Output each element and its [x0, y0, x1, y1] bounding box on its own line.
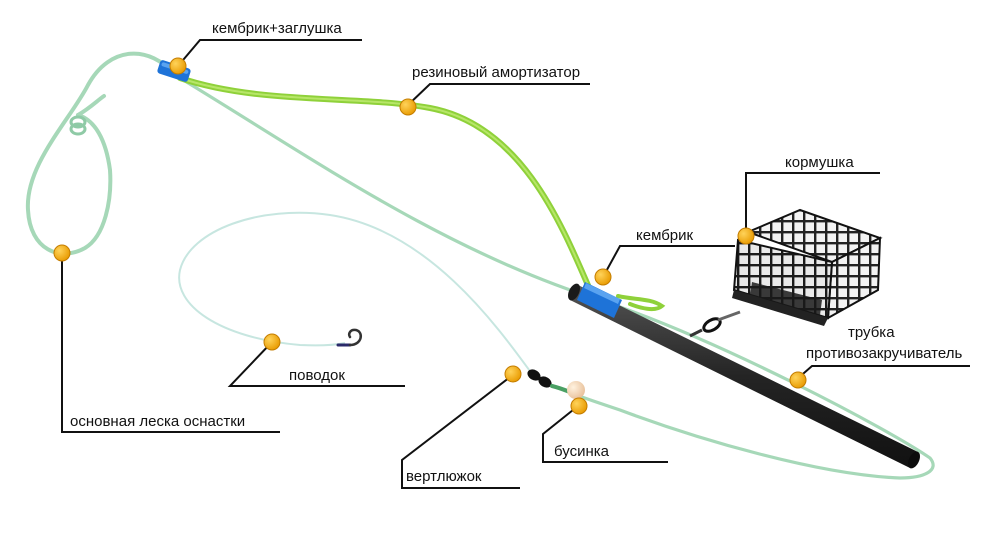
label-cambric: кембрик: [636, 227, 694, 244]
label-feeder: кормушка: [785, 154, 854, 171]
label-bead: бусинка: [554, 443, 609, 460]
marker-feeder: [737, 227, 755, 245]
loop-knot: [69, 115, 87, 136]
main-line: [25, 51, 935, 480]
swivel: [527, 369, 572, 394]
callout-lines: [61, 39, 970, 489]
label-leader: поводок: [289, 367, 345, 384]
bead: [567, 381, 585, 399]
label-tube: трубка: [848, 324, 895, 341]
marker-bead: [570, 397, 588, 415]
feeder-cage: [732, 208, 883, 326]
hook: [336, 328, 363, 347]
leader-line: [178, 211, 536, 379]
marker-leader: [263, 333, 281, 351]
label-main-line: основная леска оснастки: [70, 413, 246, 430]
cambric: [577, 282, 622, 318]
label-anti-twist: противозакручиватель: [806, 345, 963, 362]
label-rubber-shock: резиновый амортизатор: [412, 64, 581, 81]
marker-main-line: [53, 244, 71, 262]
marker-rubber-shock: [399, 98, 417, 116]
markers: [53, 57, 807, 415]
rubber-shock-absorber: [177, 75, 593, 293]
marker-swivel: [504, 365, 522, 383]
marker-cambric: [594, 268, 612, 286]
marker-tube: [789, 371, 807, 389]
marker-cambric-plug: [169, 57, 187, 75]
feeder-snap: [689, 310, 741, 338]
label-cambric-plug: кембрик+заглушка: [212, 20, 342, 37]
anti-twist-tube: [568, 283, 920, 469]
label-swivel: вертлюжок: [406, 468, 482, 485]
